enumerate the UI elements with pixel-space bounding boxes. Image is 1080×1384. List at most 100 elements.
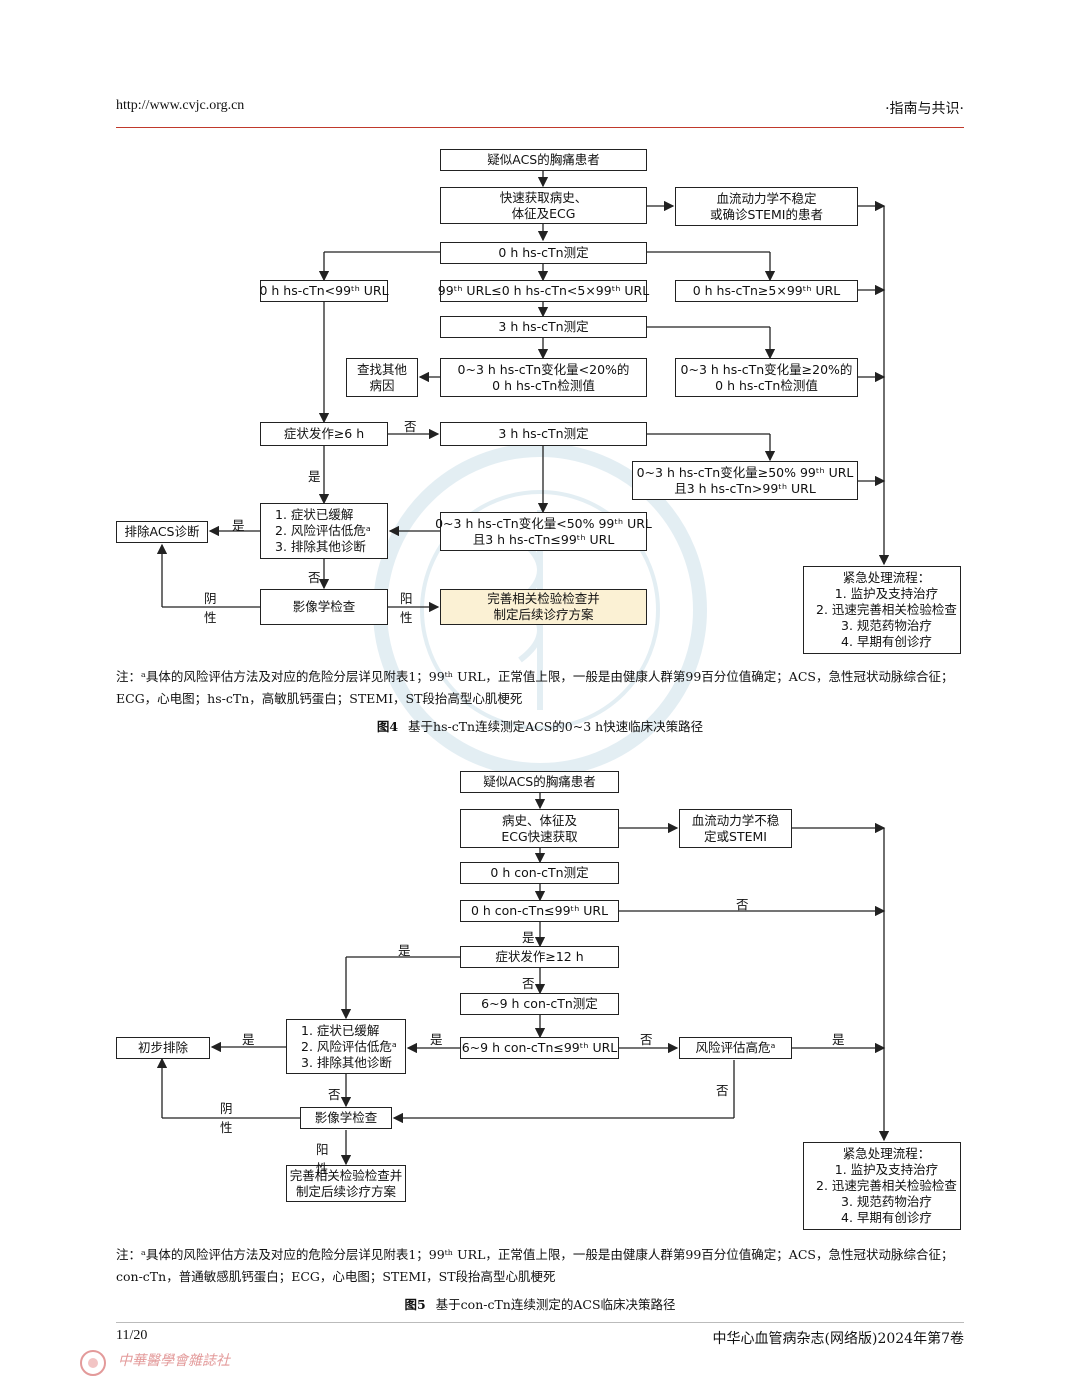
fig5-imaging-box: 影像学检查: [300, 1107, 392, 1129]
fig5-label-yes-onset: 是: [398, 943, 411, 958]
node-line: 1. 监护及支持治疗: [834, 586, 939, 601]
node-line: 0~3 h hs-cTn变化量<50% 99ᵗʰ URL: [435, 515, 652, 531]
fig5-label-negative: 阴性: [220, 1101, 233, 1135]
journal-url: http://www.cvjc.org.cn: [116, 98, 245, 113]
fig5-complete-workup-box: 完善相关检验检查并制定后续诊疗方案: [286, 1165, 406, 1202]
node-line: 2. 迅速完善相关检验检查: [816, 602, 957, 617]
node-line: 0~3 h hs-cTn变化量≥50% 99ᵗʰ URL: [636, 464, 854, 480]
fig4-caption-text: 基于hs-cTn连续测定ACS的0~3 h快速临床决策路径: [408, 719, 704, 734]
fig5-onset-12h-box: 症状发作≥12 h: [460, 946, 619, 968]
node-line: 完善相关检验检查并: [487, 591, 600, 606]
node-line: ECG快速获取: [501, 828, 578, 844]
fig4-exclude-acs-box: 排除ACS诊断: [116, 521, 208, 543]
node-line: 2. 迅速完善相关检验检查: [816, 1178, 957, 1193]
node-line: 3. 规范药物治疗: [841, 618, 932, 633]
fig5-complete-text: 完善相关检验检查并制定后续诊疗方案: [290, 1168, 403, 1200]
fig5-6-9h-cond-box: 6~9 h con-cTn≤99ᵗʰ URL: [460, 1037, 619, 1059]
fig4-history-box: 快速获取病史、体征及ECG: [440, 187, 647, 224]
node-line: 2. 风险评估低危ᵃ: [301, 1038, 397, 1054]
fig4-low-0h-box: 0 h hs-cTn<99ᵗʰ URL: [259, 280, 389, 302]
node-line: 1. 症状已缓解: [275, 507, 354, 522]
node-line: 且3 h hs-cTn≤99ᵗʰ URL: [472, 531, 615, 547]
node-line: 紧急处理流程：: [842, 1146, 931, 1161]
fig4-label-yes-onset: 是: [308, 469, 321, 484]
node-line: 制定后续诊疗方案: [295, 1183, 396, 1199]
node-line: 4. 早期有创诊疗: [841, 634, 932, 649]
header-rule: [116, 127, 964, 128]
fig4-unstable-box: 血流动力学不稳定或确诊STEMI的患者: [675, 187, 858, 226]
node-line: 查找其他: [356, 361, 407, 377]
fig5-label-yes-6-9h: 是: [430, 1032, 443, 1047]
fig4-history-text: 快速获取病史、体征及ECG: [500, 190, 588, 222]
fig4-3h-test-b-box: 3 h hs-cTn测定: [440, 422, 647, 446]
fig4-label-positive: 阳性: [400, 591, 413, 625]
node-line: 1. 症状已缓解: [301, 1022, 380, 1038]
fig5-unstable-text: 血流动力学不稳定或STEMI: [692, 813, 780, 845]
fig5-suspect-acs-box: 疑似ACS的胸痛患者: [460, 771, 619, 793]
footer-rule: [116, 1322, 964, 1323]
node-line: 且3 h hs-cTn>99ᵗʰ URL: [674, 480, 816, 496]
node-line: 0~3 h hs-cTn变化量≥20%的: [680, 361, 853, 377]
fig4-label-yes-exclude: 是: [232, 518, 245, 533]
fig4-label-negative: 阴性: [204, 591, 217, 625]
node-line: 完善相关检验检查并: [289, 1167, 403, 1183]
fig5-label-no-cond: 否: [736, 897, 749, 912]
fig5-label-no-criteria: 否: [328, 1087, 341, 1102]
fig5-label-yes-risk: 是: [832, 1032, 845, 1047]
fig5-label-yes-criteria: 是: [242, 1032, 255, 1047]
fig5-note: 注：ᵃ具体的风险评估方法及对应的危险分层详见附表1；99ᵗʰ URL，正常值上限…: [116, 1247, 954, 1284]
fig4-other-cause-box: 查找其他病因: [346, 358, 418, 397]
fig4-suspect-acs-box: 疑似ACS的胸痛患者: [440, 149, 647, 171]
fig4-complete-text: 完善相关检验检查并制定后续诊疗方案: [487, 591, 600, 623]
fig5-6-9h-test-box: 6~9 h con-cTn测定: [460, 993, 619, 1015]
fig4-3h-test-box: 3 h hs-cTn测定: [440, 316, 647, 338]
page-number: 11/20: [116, 1328, 148, 1343]
fig5-high-risk-box: 风险评估高危ᵃ: [679, 1037, 792, 1059]
publisher-seal-icon: [80, 1350, 106, 1376]
node-line: 或确诊STEMI的患者: [710, 206, 823, 222]
fig4-high-0h-box: 0 h hs-cTn≥5×99ᵗʰ URL: [675, 280, 858, 302]
fig5-0h-cond-box: 0 h con-cTn≤99ᵗʰ URL: [460, 900, 619, 922]
node-line: 病史、体征及: [501, 812, 577, 828]
fig5-label-yes-cond: 是: [522, 930, 535, 945]
fig4-label-no-criteria: 否: [308, 570, 321, 585]
fig4-imaging-box: 影像学检查: [260, 589, 388, 625]
node-line: 快速获取病史、: [499, 189, 588, 205]
fig5-preliminary-exclude-box: 初步排除: [116, 1037, 210, 1059]
fig5-label-no-onset: 否: [522, 976, 535, 991]
node-line: 3. 排除其他诊断: [275, 539, 366, 554]
fig4-other-cause-text: 查找其他病因: [357, 362, 407, 394]
node-line: 病因: [369, 377, 395, 393]
fig4-label-no: 否: [404, 419, 417, 434]
fig5-caption-text: 基于con-cTn连续测定的ACS临床决策路径: [435, 1297, 676, 1312]
fig5-label-no-risk: 否: [716, 1083, 729, 1098]
node-line: 紧急处理流程：: [842, 570, 931, 585]
node-line: 0 h hs-cTn检测值: [492, 377, 595, 393]
fig4-complete-workup-box: 完善相关检验检查并制定后续诊疗方案: [440, 589, 647, 625]
node-line: 2. 风险评估低危ᵃ: [275, 523, 371, 538]
fig5-caption-number: 图5: [404, 1297, 426, 1312]
fig4-unstable-text: 血流动力学不稳定或确诊STEMI的患者: [710, 191, 823, 223]
fig4-0h-test-box: 0 h hs-cTn测定: [440, 242, 647, 264]
node-line: 制定后续诊疗方案: [493, 607, 594, 622]
fig5-label-positive: 阳性: [316, 1142, 329, 1176]
fig5-unstable-box: 血流动力学不稳定或STEMI: [679, 809, 792, 848]
node-line: 定或STEMI: [704, 828, 767, 844]
node-line: 1. 监护及支持治疗: [834, 1162, 939, 1177]
